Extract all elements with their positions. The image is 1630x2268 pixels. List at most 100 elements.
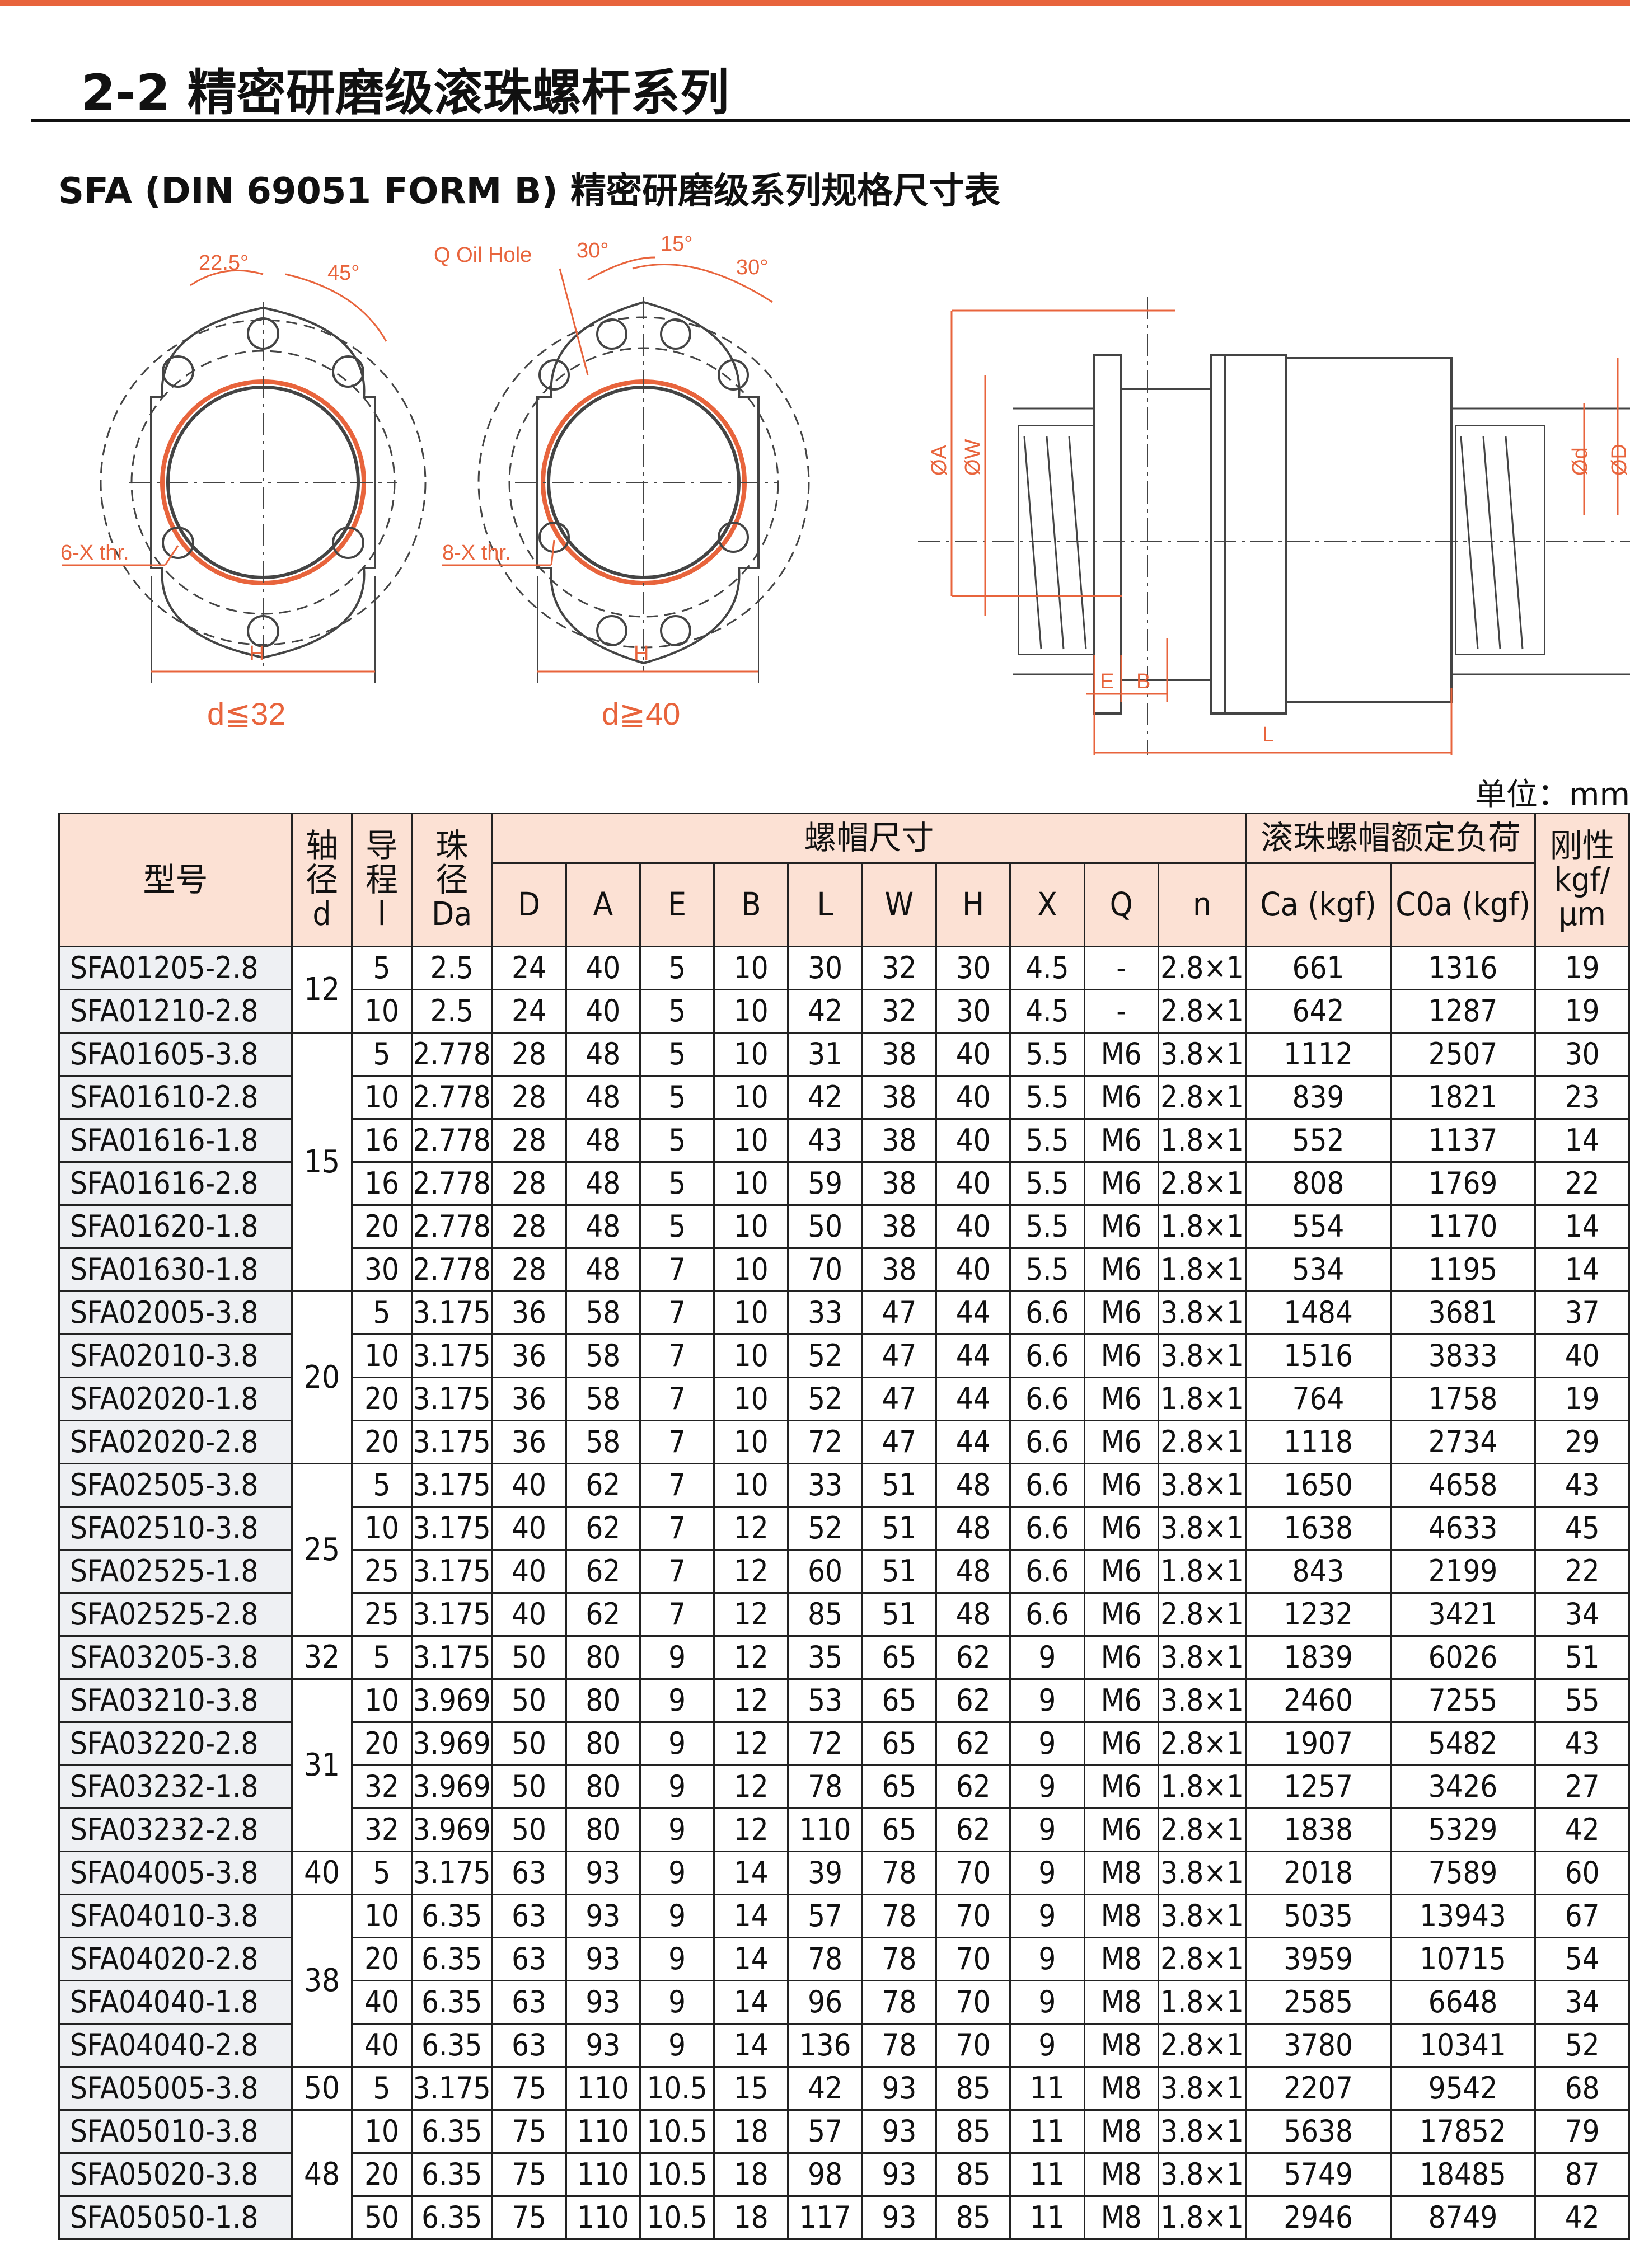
table-cell: 12 [713,1549,789,1594]
table-cell: 6.35 [411,2109,493,2154]
table-cell: 10 [350,1333,413,1378]
table-cell: M6 [1083,1592,1159,1637]
table-cell: 50 [787,1204,863,1249]
table-cell: 554 [1245,1204,1392,1249]
table-cell: 15 [713,2066,789,2111]
table-cell: 80 [565,1635,641,1680]
cell-model: SFA02525-2.8 [58,1592,293,1637]
table-cell: 5 [639,1032,715,1077]
table-cell: 70 [787,1247,863,1292]
table-cell: 10715 [1389,1937,1537,1981]
table-cell: 50 [491,1807,567,1852]
header-col-c0a: C0a (kgf) [1389,862,1537,947]
table-cell: 4658 [1389,1463,1537,1508]
table-cell: 10 [350,2109,413,2154]
table-cell: 3780 [1245,2023,1392,2068]
table-cell: 12 [713,1764,789,1809]
table-cell: 14 [713,2023,789,2068]
table-cell: 3.175 [411,1333,493,1378]
table-cell: 28 [491,1075,567,1120]
table-cell: 10.5 [639,2152,715,2197]
table-cell: 2.778 [411,1118,493,1163]
table-cell: 14 [713,1937,789,1981]
table-cell: 63 [491,2023,567,2068]
table-cell: 62 [565,1549,641,1594]
table-cell: 85 [787,1592,863,1637]
table-cell: M6 [1083,1118,1159,1163]
header-col-A: A [565,862,641,947]
table-cell: 18485 [1389,2152,1537,2197]
table-cell: 42 [787,989,863,1034]
cell-model: SFA03210-3.8 [58,1678,293,1723]
table-cell: 9 [639,1635,715,1680]
cell-model: SFA01210-2.8 [58,989,293,1034]
table-cell: 4.5 [1009,946,1085,990]
table-cell: 58 [565,1420,641,1464]
label-dia-w: ØW [961,439,985,476]
table-cell: 9542 [1389,2066,1537,2111]
label-q-oil-hole: Q Oil Hole [434,243,532,267]
table-cell: 48 [565,1204,641,1249]
table-cell: 75 [491,2195,567,2240]
label-6-x-thread: 6-X thr. [60,541,129,565]
cell-shaft-dia: 50 [291,2066,353,2111]
table-cell: 5 [350,946,413,990]
table-cell: 93 [565,1894,641,1938]
table-cell: 30 [350,1247,413,1292]
table-cell: 68 [1534,2066,1630,2111]
table-cell: 5 [639,1118,715,1163]
nut-side-view [918,297,1630,755]
table-cell: 65 [861,1635,937,1680]
table-cell: 75 [491,2152,567,2197]
cell-model: SFA05020-3.8 [58,2152,293,2197]
table-cell: 1.8×1 [1157,1980,1247,2025]
label-width-h-left: H [249,642,264,665]
table-cell: 5.5 [1009,1161,1085,1206]
table-cell: 5329 [1389,1807,1537,1852]
table-cell: 3.175 [411,1506,493,1551]
table-cell: 36 [491,1377,567,1421]
table-cell: 80 [565,1678,641,1723]
table-cell: 5.5 [1009,1118,1085,1163]
table-cell: 32 [861,946,937,990]
table-cell: 78 [787,1937,863,1981]
table-cell: 2018 [1245,1851,1392,1895]
table-cell: 3.8×1 [1157,1678,1247,1723]
table-cell: M6 [1083,1204,1159,1249]
table-cell: 17852 [1389,2109,1537,2154]
table-cell: 42 [1534,1807,1630,1852]
table-cell: 10 [713,1032,789,1077]
table-cell: 78 [861,1851,937,1895]
label-angle-30a: 30° [577,239,608,262]
table-cell: 2.778 [411,1032,493,1077]
table-cell: 14 [1534,1247,1630,1292]
label-width-h-middle: H [634,642,649,665]
table-cell: 40 [350,2023,413,2068]
table-cell: 6.6 [1009,1506,1085,1551]
table-cell: 65 [861,1678,937,1723]
table-cell: 16 [350,1118,413,1163]
table-cell: 12 [713,1506,789,1551]
table-cell: 52 [787,1506,863,1551]
table-cell: 10.5 [639,2066,715,2111]
table-cell: 62 [565,1463,641,1508]
table-cell: 9 [1009,1894,1085,1938]
table-cell: 40 [565,946,641,990]
table-cell: 40 [935,1204,1011,1249]
table-cell: M6 [1083,1764,1159,1809]
table-cell: 10 [713,1463,789,1508]
table-cell: 59 [787,1161,863,1206]
table-cell: 47 [861,1290,937,1335]
table-cell: M8 [1083,1894,1159,1938]
table-cell: 1650 [1245,1463,1392,1508]
table-cell: 28 [491,1032,567,1077]
table-cell: M6 [1083,1635,1159,1680]
table-cell: 40 [565,989,641,1034]
